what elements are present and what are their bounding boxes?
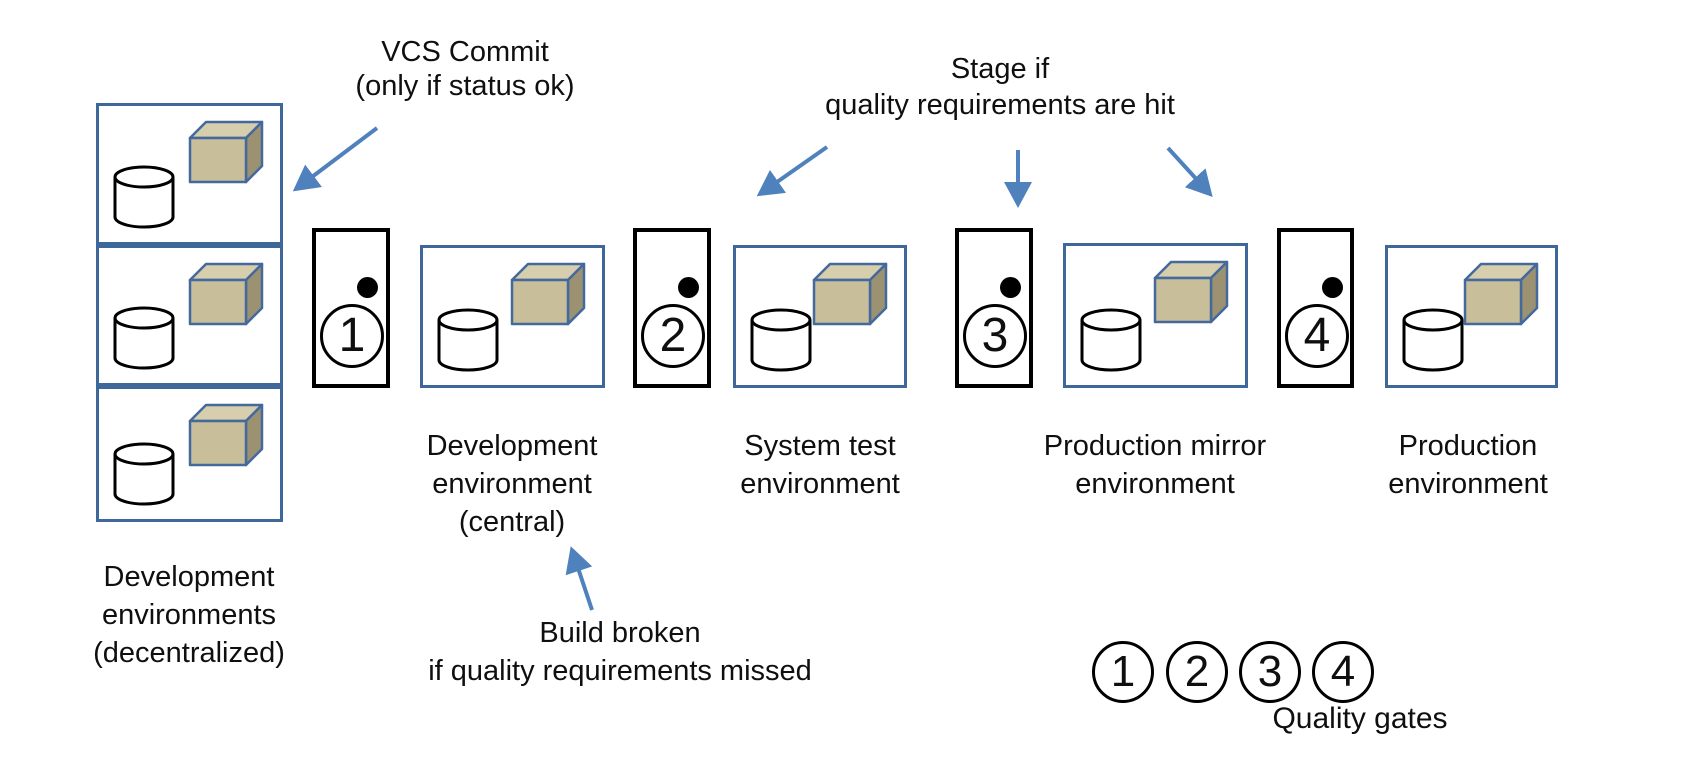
caption-line: environment bbox=[1075, 468, 1235, 500]
annotation-line: quality requirements are hit bbox=[825, 89, 1175, 121]
database-cylinder-icon bbox=[113, 442, 175, 506]
legend-gate-badge: 1 bbox=[1092, 641, 1154, 703]
software-package-cube-icon bbox=[188, 262, 264, 326]
quality-gate-2: 2 bbox=[633, 228, 711, 388]
caption-line: environment bbox=[1388, 468, 1548, 500]
gate-number-badge: 4 bbox=[1285, 304, 1349, 368]
stage-arrow-left bbox=[756, 145, 829, 197]
status-dot bbox=[1000, 277, 1021, 298]
caption-line: environments bbox=[101, 599, 277, 631]
gate-number: 1 bbox=[338, 309, 366, 362]
production-mirror-caption: Production mirror environment bbox=[1044, 427, 1266, 503]
legend-gate-badge: 2 bbox=[1166, 641, 1228, 703]
legend-gate-number: 1 bbox=[1110, 647, 1136, 696]
status-dot bbox=[357, 277, 378, 298]
quality-gate-4: 4 bbox=[1277, 228, 1354, 388]
system-test-environment-box bbox=[733, 245, 907, 388]
database-cylinder-icon bbox=[113, 306, 175, 370]
dev-decentralized-box-3 bbox=[96, 386, 283, 522]
database-cylinder-icon bbox=[1080, 308, 1142, 372]
database-cylinder-icon bbox=[1402, 308, 1464, 372]
database-cylinder-icon bbox=[750, 308, 812, 372]
vcs-commit-arrow bbox=[292, 126, 379, 192]
caption-line: (decentralized) bbox=[93, 637, 285, 669]
legend-gate-number: 3 bbox=[1257, 647, 1283, 696]
gate-number: 2 bbox=[659, 309, 687, 362]
vcs-commit-annotation: VCS Commit (only if status ok) bbox=[355, 35, 574, 103]
stage-arrow-right bbox=[1166, 146, 1213, 197]
status-dot bbox=[678, 277, 699, 298]
legend-gate-number: 4 bbox=[1330, 647, 1356, 696]
database-cylinder-icon bbox=[437, 308, 499, 372]
stage-annotation: Stage if quality requirements are hit bbox=[825, 51, 1175, 123]
caption-line: Production bbox=[1398, 430, 1538, 462]
legend-gate-number: 2 bbox=[1184, 647, 1210, 696]
caption-line: Production mirror bbox=[1043, 430, 1267, 462]
annotation-line: Build broken bbox=[539, 617, 701, 649]
gate-number-badge: 1 bbox=[320, 304, 384, 368]
quality-gate-1: 1 bbox=[312, 228, 390, 388]
software-package-cube-icon bbox=[510, 262, 586, 326]
annotation-line: (only if status ok) bbox=[355, 70, 575, 102]
software-package-cube-icon bbox=[188, 403, 264, 467]
system-test-caption: System test environment bbox=[740, 427, 900, 503]
caption-line: Development bbox=[103, 561, 275, 593]
caption-line: environment bbox=[432, 468, 592, 500]
legend-gate-badge: 3 bbox=[1239, 641, 1301, 703]
software-package-cube-icon bbox=[1153, 260, 1229, 324]
caption-line: System test bbox=[744, 430, 896, 462]
software-package-cube-icon bbox=[1463, 262, 1539, 326]
dev-central-caption: Development environment (central) bbox=[427, 427, 598, 541]
dev-decentralized-caption: Development environments (decentralized) bbox=[93, 558, 285, 672]
annotation-line: VCS Commit bbox=[381, 36, 549, 68]
database-cylinder-icon bbox=[113, 165, 175, 229]
gate-number: 4 bbox=[1303, 309, 1331, 362]
software-package-cube-icon bbox=[812, 262, 888, 326]
gate-number-badge: 2 bbox=[641, 304, 705, 368]
software-package-cube-icon bbox=[188, 120, 264, 184]
gate-number: 3 bbox=[981, 309, 1009, 362]
production-environment-box bbox=[1385, 245, 1558, 388]
caption-line: environment bbox=[740, 468, 900, 500]
dev-decentralized-box-1 bbox=[96, 103, 283, 245]
annotation-line: if quality requirements missed bbox=[428, 655, 812, 687]
annotation-line: Stage if bbox=[950, 53, 1050, 85]
dev-central-environment-box bbox=[420, 245, 605, 388]
quality-gate-3: 3 bbox=[955, 228, 1033, 388]
build-broken-annotation: Build broken if quality requirements mis… bbox=[428, 614, 812, 690]
gate-number-badge: 3 bbox=[963, 304, 1027, 368]
legend-gate-badge: 4 bbox=[1312, 641, 1374, 703]
status-dot bbox=[1322, 277, 1343, 298]
legend-label: Quality gates bbox=[1272, 702, 1448, 735]
dev-decentralized-box-2 bbox=[96, 245, 283, 386]
production-caption: Production environment bbox=[1388, 427, 1548, 503]
production-mirror-environment-box bbox=[1063, 243, 1248, 388]
caption-line: (central) bbox=[458, 506, 566, 538]
caption-line: Development bbox=[426, 430, 598, 462]
build-broken-arrow bbox=[565, 546, 594, 611]
